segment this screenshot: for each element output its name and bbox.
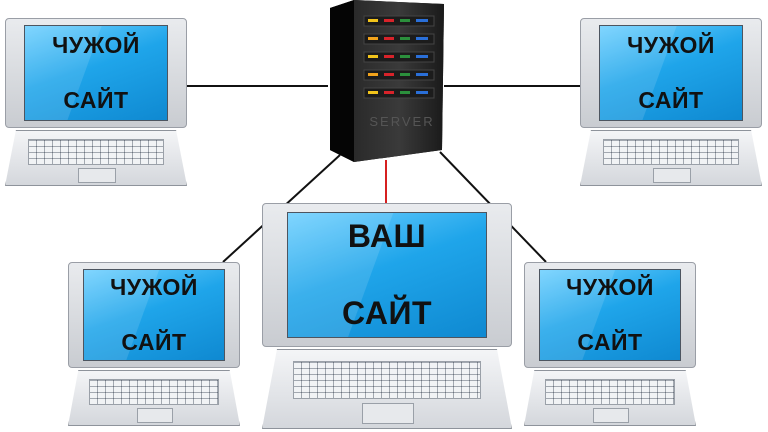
laptop-your-site: ВАШ САЙТ <box>262 203 512 429</box>
touchpad <box>78 167 116 183</box>
laptop-base <box>580 130 762 186</box>
laptop-base <box>68 370 240 426</box>
laptop-bottom-left: ЧУЖОЙ САЙТ <box>68 262 240 426</box>
site-label-line1: ЧУЖОЙ <box>566 273 654 300</box>
screen: ВАШ САЙТ <box>287 212 487 338</box>
touchpad <box>653 167 691 183</box>
laptop-lid: ЧУЖОЙ САЙТ <box>68 262 240 368</box>
site-label: ЧУЖОЙ САЙТ <box>566 270 654 360</box>
laptop-lid: ЧУЖОЙ САЙТ <box>580 18 762 128</box>
site-label: ЧУЖОЙ САЙТ <box>110 270 198 360</box>
site-label: ЧУЖОЙ САЙТ <box>52 26 140 120</box>
laptop-lid: ВАШ САЙТ <box>262 203 512 347</box>
laptop-lid: ЧУЖОЙ САЙТ <box>524 262 696 368</box>
laptop-top-right: ЧУЖОЙ САЙТ <box>580 18 762 186</box>
touchpad <box>593 407 629 423</box>
touchpad <box>137 407 173 423</box>
laptop-base <box>5 130 187 186</box>
site-label-line1: ЧУЖОЙ <box>110 273 198 300</box>
screen: ЧУЖОЙ САЙТ <box>539 269 681 361</box>
keyboard <box>89 378 219 406</box>
server-label: SERVER <box>369 114 434 129</box>
drive-bays <box>363 15 435 99</box>
site-label-line2: САЙТ <box>342 295 432 332</box>
site-label: ВАШ САЙТ <box>342 213 432 337</box>
site-label-line1: ЧУЖОЙ <box>627 31 715 58</box>
screen: ЧУЖОЙ САЙТ <box>599 25 743 121</box>
site-label-line1: ВАШ <box>347 218 427 255</box>
site-label: ЧУЖОЙ САЙТ <box>627 26 715 120</box>
screen: ЧУЖОЙ САЙТ <box>83 269 225 361</box>
laptop-base <box>262 349 512 429</box>
site-label-line2: САЙТ <box>121 328 187 355</box>
laptop-base <box>524 370 696 426</box>
server-tower: SERVER <box>330 0 444 162</box>
site-label-line1: ЧУЖОЙ <box>52 31 140 58</box>
site-label-line2: САЙТ <box>638 86 704 113</box>
keyboard <box>602 138 740 166</box>
laptop-top-left: ЧУЖОЙ САЙТ <box>5 18 187 186</box>
keyboard <box>545 378 675 406</box>
keyboard <box>27 138 165 166</box>
laptop-bottom-right: ЧУЖОЙ САЙТ <box>524 262 696 426</box>
site-label-line2: САЙТ <box>63 86 129 113</box>
site-label-line2: САЙТ <box>577 328 643 355</box>
touchpad <box>362 403 414 424</box>
screen: ЧУЖОЙ САЙТ <box>24 25 168 121</box>
keyboard <box>292 360 482 399</box>
laptop-lid: ЧУЖОЙ САЙТ <box>5 18 187 128</box>
